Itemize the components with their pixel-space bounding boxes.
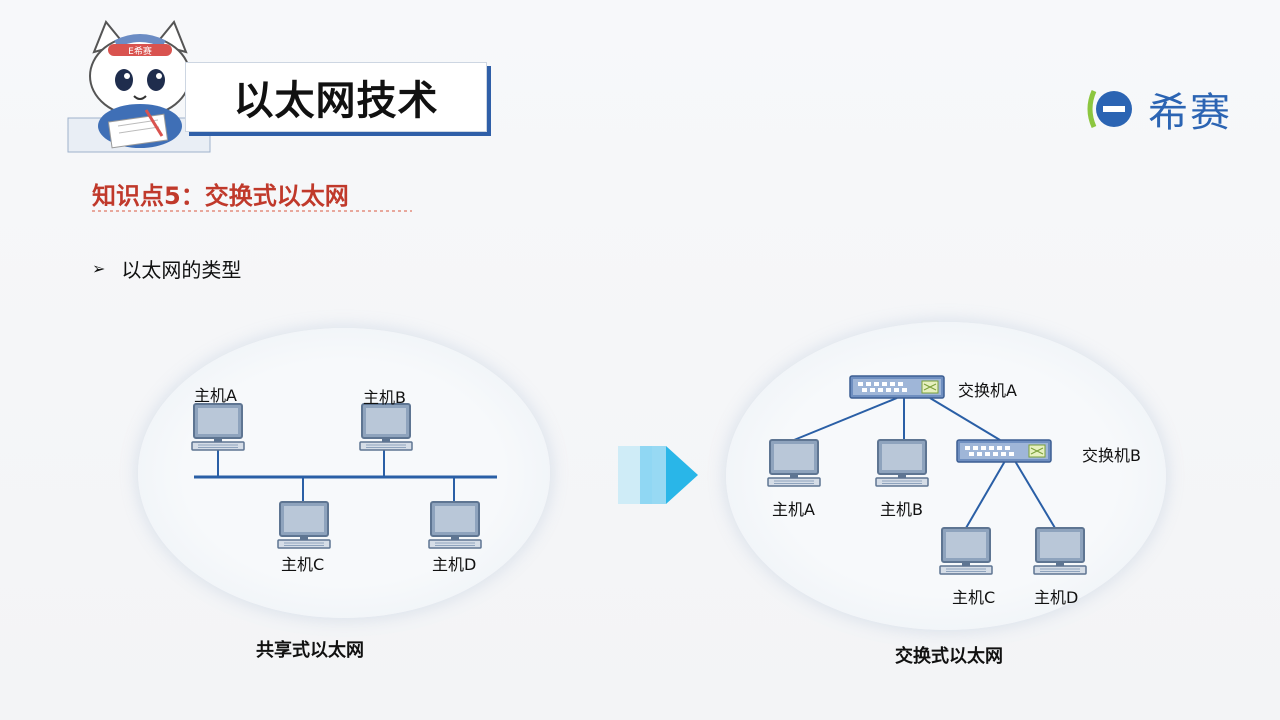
bullet-text: 以太网的类型 bbox=[121, 258, 242, 282]
shared-host-a-computer-icon bbox=[191, 403, 245, 451]
switch-b-label: 交换机B bbox=[1082, 446, 1141, 465]
right-arrow-icon bbox=[618, 446, 698, 504]
shared-ethernet-area bbox=[138, 328, 550, 618]
switched-host-a-computer-icon bbox=[767, 439, 821, 487]
shared-host-b-label: 主机B bbox=[363, 388, 406, 407]
switched-host-d-label: 主机D bbox=[1034, 588, 1079, 607]
title-banner: 以太网技术 bbox=[185, 62, 487, 132]
switched-host-d-computer-icon bbox=[1033, 527, 1087, 575]
bullet-item: ➢ 以太网的类型 bbox=[92, 254, 241, 283]
switched-host-b-computer-icon bbox=[875, 439, 929, 487]
switched-ethernet-area bbox=[726, 322, 1166, 630]
knowledge-point-underline bbox=[92, 210, 412, 212]
shared-host-c-label: 主机C bbox=[281, 555, 325, 574]
link-swa-host-a bbox=[793, 397, 898, 441]
switched-host-b-label: 主机B bbox=[880, 500, 923, 519]
brand-logo: 希赛 bbox=[1084, 80, 1232, 138]
link-swb-host-c bbox=[965, 460, 1006, 529]
shared-host-c-computer-icon bbox=[277, 501, 331, 549]
shared-host-a-label: 主机A bbox=[194, 386, 237, 405]
shared-host-d-computer-icon bbox=[428, 501, 482, 549]
page-title: 以太网技术 bbox=[233, 78, 439, 124]
knowledge-point-heading: 知识点5：交换式以太网 bbox=[92, 182, 349, 210]
brand-name: 希赛 bbox=[1148, 90, 1232, 136]
cat-mascot: E希赛 bbox=[67, 20, 211, 153]
switched-host-c-computer-icon bbox=[939, 527, 993, 575]
link-swb-host-d bbox=[1014, 460, 1056, 529]
brand-e-icon bbox=[1087, 89, 1132, 129]
shared-host-d-label: 主机D bbox=[432, 555, 477, 574]
switch-a-icon bbox=[849, 375, 945, 399]
bullet-arrow-icon: ➢ bbox=[92, 259, 106, 278]
switch-b-icon bbox=[956, 439, 1052, 463]
shared-ethernet-caption: 共享式以太网 bbox=[256, 640, 364, 661]
switch-a-label: 交换机A bbox=[958, 381, 1017, 400]
shared-host-b-computer-icon bbox=[359, 403, 413, 451]
mascot-headband-text: E希赛 bbox=[128, 45, 152, 57]
link-swa-swb bbox=[929, 397, 1001, 441]
switched-host-a-label: 主机A bbox=[772, 500, 815, 519]
switched-ethernet-caption: 交换式以太网 bbox=[895, 646, 1003, 667]
switched-host-c-label: 主机C bbox=[952, 588, 996, 607]
